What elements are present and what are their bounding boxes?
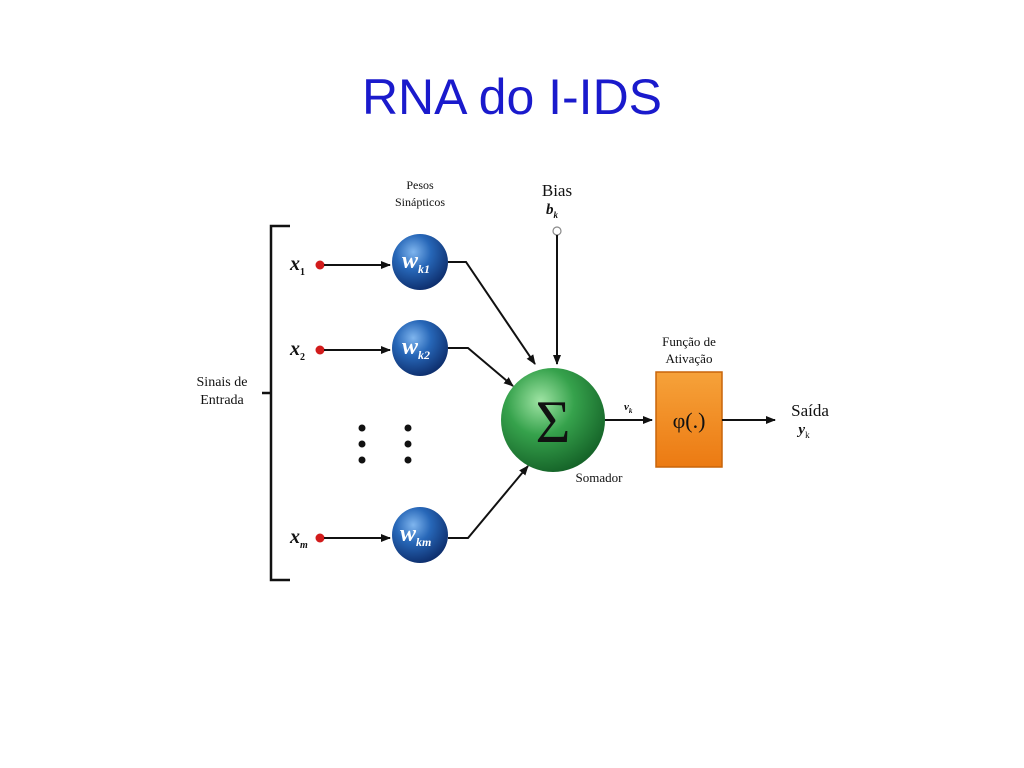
output-symbol: yk [796,422,810,440]
ellipsis-dots [358,424,412,464]
weight-node-m [392,507,448,563]
summation-symbol: Σ [536,389,571,455]
summer-label: Somador [576,470,624,485]
output-label: Saída [791,401,829,420]
activation-label-line1: Função de [662,334,716,349]
induced-field-symbol: vk [624,401,633,415]
input-row-1: x1 wk1 [289,234,536,365]
activation-function-symbol: φ(.) [673,408,706,433]
weight-arrow-m [448,465,529,539]
bias-symbol: bk [546,202,559,220]
input-row-m: xm wkm [289,465,529,563]
input-dot-2 [315,345,325,355]
inputs-label-line2: Entrada [200,393,244,408]
bias-label: Bias [542,181,572,200]
weight-symbol-1: wk1 [402,248,430,276]
weights-label-line2: Sinápticos [395,195,445,209]
summation-node: Σ [501,368,605,472]
weight-node-2 [392,320,448,376]
input-symbol-2: x2 [289,338,305,363]
bias-group: Bias bk [542,181,572,365]
input-dot-m [315,533,325,543]
slide-title: RNA do I-IDS [361,69,663,125]
weight-symbol-m: wkm [400,521,431,549]
activation-label-line2: Ativação [666,351,713,366]
input-row-2: x2 wk2 [289,320,514,387]
input-bracket [262,224,290,582]
input-symbol-1: x1 [289,253,305,278]
bias-dot [552,226,562,236]
input-symbol-m: xm [289,526,308,551]
weight-symbol-2: wk2 [402,334,430,362]
input-dot-1 [315,260,325,270]
weight-arrow-1 [448,261,536,365]
inputs-label-line1: Sinais de [197,375,248,390]
summation-circle [501,368,605,472]
activation-box [655,371,723,468]
weights-label-line1: Pesos [406,178,434,192]
weight-node-1 [392,234,448,290]
weight-arrow-2 [448,347,514,387]
